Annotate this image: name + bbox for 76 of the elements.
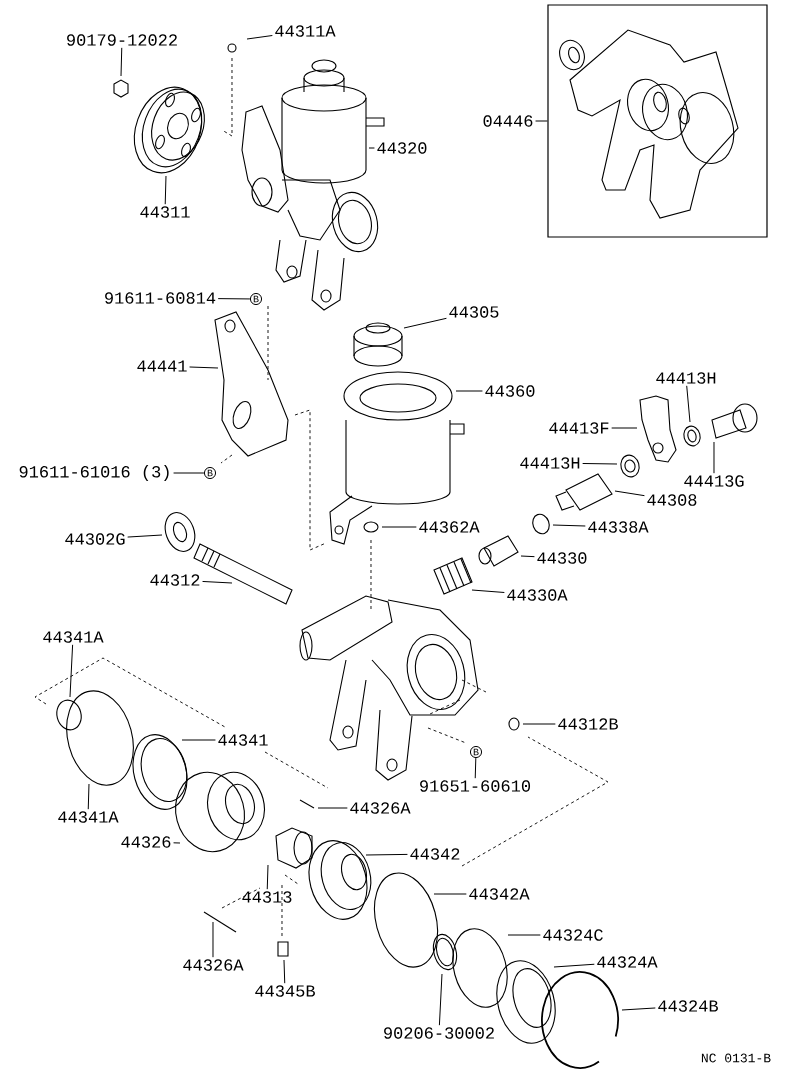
part-number: 44338A xyxy=(588,521,649,533)
leader-line xyxy=(212,921,214,958)
leader-line xyxy=(686,385,691,423)
part-number: 44342A xyxy=(469,888,530,900)
leader-line xyxy=(266,864,269,890)
leader-line xyxy=(522,723,556,725)
part-number: 04446 xyxy=(483,115,533,127)
part-number: 90206-30002 xyxy=(384,1027,494,1039)
drawing-code: NC 0131-B xyxy=(701,1053,771,1063)
part-number: 44311 xyxy=(140,206,190,218)
leader-line xyxy=(535,120,548,122)
leader-line xyxy=(365,853,408,856)
part-number: 44341 xyxy=(218,734,268,746)
part-number: 44326A xyxy=(350,802,411,814)
leader-line xyxy=(173,472,205,474)
leader-line xyxy=(317,807,348,809)
part-number: 44308 xyxy=(647,494,697,506)
part-number: 44330A xyxy=(507,589,568,601)
part-number: 44360 xyxy=(485,385,535,397)
part-number: 90179-12022 xyxy=(67,34,177,46)
leader-line xyxy=(614,490,645,497)
leader-line xyxy=(368,147,375,149)
part-number: 44312 xyxy=(150,574,200,586)
leader-line xyxy=(611,427,638,429)
leader-line xyxy=(433,893,467,895)
part-number: 91611-60814 xyxy=(105,292,216,304)
leader-line xyxy=(164,175,167,205)
leader-line xyxy=(552,524,586,527)
part-number: 44441 xyxy=(137,360,187,372)
kit-box xyxy=(547,4,768,238)
part-number: 44362A xyxy=(419,521,480,533)
leader-line xyxy=(127,534,163,538)
leader-line xyxy=(582,463,618,465)
leader-line xyxy=(173,842,181,844)
leader-line xyxy=(507,934,541,936)
part-number: 44324B xyxy=(658,1000,718,1012)
leader-line xyxy=(181,739,216,741)
part-number: 44311A xyxy=(275,25,336,37)
leader-line xyxy=(120,47,123,77)
part-number: 44305 xyxy=(449,306,499,318)
part-number: 44302G xyxy=(65,533,125,545)
leader-line xyxy=(474,757,477,779)
leader-line xyxy=(438,973,443,1026)
leader-line xyxy=(202,580,233,584)
leader-line xyxy=(713,441,715,474)
part-number: 44413G xyxy=(684,475,744,487)
leader-line xyxy=(283,959,286,984)
part-number: 44413F xyxy=(549,422,609,434)
leader-line xyxy=(246,35,273,40)
leader-line xyxy=(381,526,417,528)
part-number: 44312B xyxy=(558,718,618,730)
part-number: 44342 xyxy=(410,848,460,860)
part-number: 91611-61016 (3) xyxy=(19,465,169,481)
part-number: 44413H xyxy=(656,372,716,384)
part-number: 44324C xyxy=(543,929,603,941)
part-number: 44320 xyxy=(377,142,427,154)
leader-line xyxy=(217,298,251,300)
leader-line xyxy=(553,963,595,968)
leader-line xyxy=(471,589,505,593)
leader-line xyxy=(403,317,447,329)
part-number: 44345B xyxy=(255,985,315,997)
part-number: 44313 xyxy=(242,891,292,903)
leader-line xyxy=(69,644,74,698)
part-number: 44341A xyxy=(58,811,119,823)
leader-line xyxy=(621,1007,656,1011)
part-number: 44341A xyxy=(43,631,104,643)
leader-line xyxy=(189,366,219,369)
part-number: 44413H xyxy=(520,457,580,469)
part-number: 44324A xyxy=(597,956,658,968)
part-number: 44326A xyxy=(183,959,244,971)
part-number: 44326 xyxy=(121,836,171,848)
leader-line xyxy=(87,783,90,810)
leader-line xyxy=(455,390,483,392)
leader-line xyxy=(520,555,535,558)
part-number: 91651-60610 xyxy=(420,780,531,792)
part-number: 44330 xyxy=(537,552,587,564)
